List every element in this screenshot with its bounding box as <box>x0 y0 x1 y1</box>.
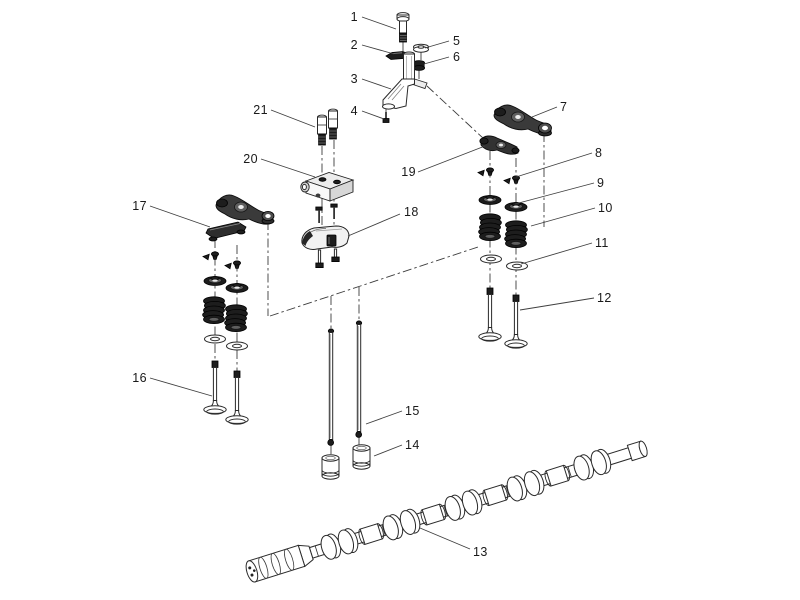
leader-21 <box>270 109 316 128</box>
callout-labels: 1 2 3 4 5 6 7 8 9 10 11 12 13 14 15 16 1… <box>132 10 612 559</box>
leader-17 <box>149 205 211 228</box>
part-bolt-1 <box>396 12 410 43</box>
part-pushrods-15 <box>327 320 363 446</box>
part-spring-seats-11 <box>480 254 528 271</box>
part-valves-12 <box>478 287 528 349</box>
leader-5 <box>424 40 450 49</box>
callout-20: 20 <box>243 152 258 166</box>
part-bracket-bolts <box>315 248 340 268</box>
callout-12: 12 <box>597 291 612 305</box>
phantom-line-bracket-to-rocker <box>426 85 485 140</box>
callout-9: 9 <box>597 176 604 190</box>
leader-14 <box>373 444 403 457</box>
callout-11: 11 <box>595 236 609 250</box>
callout-19: 19 <box>401 165 416 179</box>
leader-1 <box>361 16 397 30</box>
leader-10 <box>530 207 596 227</box>
callout-leaders <box>149 16 596 550</box>
leader-18 <box>347 213 401 237</box>
part-rocker-arm-7 <box>493 104 552 137</box>
callout-13: 13 <box>473 545 488 559</box>
leader-13 <box>419 527 471 550</box>
part-spring-retainers-left <box>203 276 249 293</box>
callout-15: 15 <box>405 404 420 418</box>
phantom-line-rocker-to-valves <box>269 246 479 317</box>
leader-19 <box>417 145 486 173</box>
part-valves-16 <box>203 360 249 425</box>
part-block-pins <box>315 203 338 223</box>
leader-7 <box>531 106 558 118</box>
part-spring-seats-left <box>204 334 248 351</box>
leader-15 <box>365 410 403 425</box>
leader-16 <box>149 377 213 397</box>
part-valve-keepers-left <box>202 251 242 270</box>
callout-4: 4 <box>351 104 358 118</box>
part-valve-bridge-17 <box>205 221 247 242</box>
part-nut-6 <box>412 60 425 71</box>
callout-21: 21 <box>253 103 268 117</box>
leader-2 <box>361 44 395 55</box>
callout-2: 2 <box>351 38 358 52</box>
part-washer-5 <box>413 43 429 53</box>
part-pedestal-bracket-3 <box>382 51 428 110</box>
part-shaft-block-20 <box>300 172 355 202</box>
leader-4 <box>361 110 385 120</box>
callout-17: 17 <box>132 199 147 213</box>
callout-18: 18 <box>404 205 419 219</box>
callout-3: 3 <box>351 72 358 86</box>
part-studs-21 <box>317 108 338 146</box>
leader-20 <box>260 158 316 178</box>
callout-8: 8 <box>595 146 602 160</box>
part-lifters-14 <box>321 444 371 480</box>
part-spring-retainers-9 <box>478 195 528 212</box>
callout-1: 1 <box>351 10 358 24</box>
leader-9 <box>514 182 595 205</box>
callout-5: 5 <box>453 34 460 48</box>
part-pin-4 <box>382 112 390 123</box>
leader-12 <box>519 297 595 311</box>
callout-16: 16 <box>132 371 147 385</box>
leader-6 <box>423 56 450 65</box>
part-mount-bracket-18 <box>301 225 350 250</box>
part-valve-springs-left <box>202 296 248 333</box>
leader-11 <box>520 242 593 265</box>
leader-3 <box>361 78 392 90</box>
part-rocker-arm-19 <box>479 135 520 155</box>
part-valve-springs-10 <box>478 213 528 249</box>
part-valve-keepers-8 <box>477 167 520 185</box>
part-rocker-arm-left <box>215 194 275 225</box>
callout-7: 7 <box>560 100 567 114</box>
callout-10: 10 <box>598 201 613 215</box>
callout-14: 14 <box>405 438 420 452</box>
part-camshaft-13 <box>245 440 648 583</box>
callout-6: 6 <box>453 50 460 64</box>
leader-8 <box>515 152 593 178</box>
